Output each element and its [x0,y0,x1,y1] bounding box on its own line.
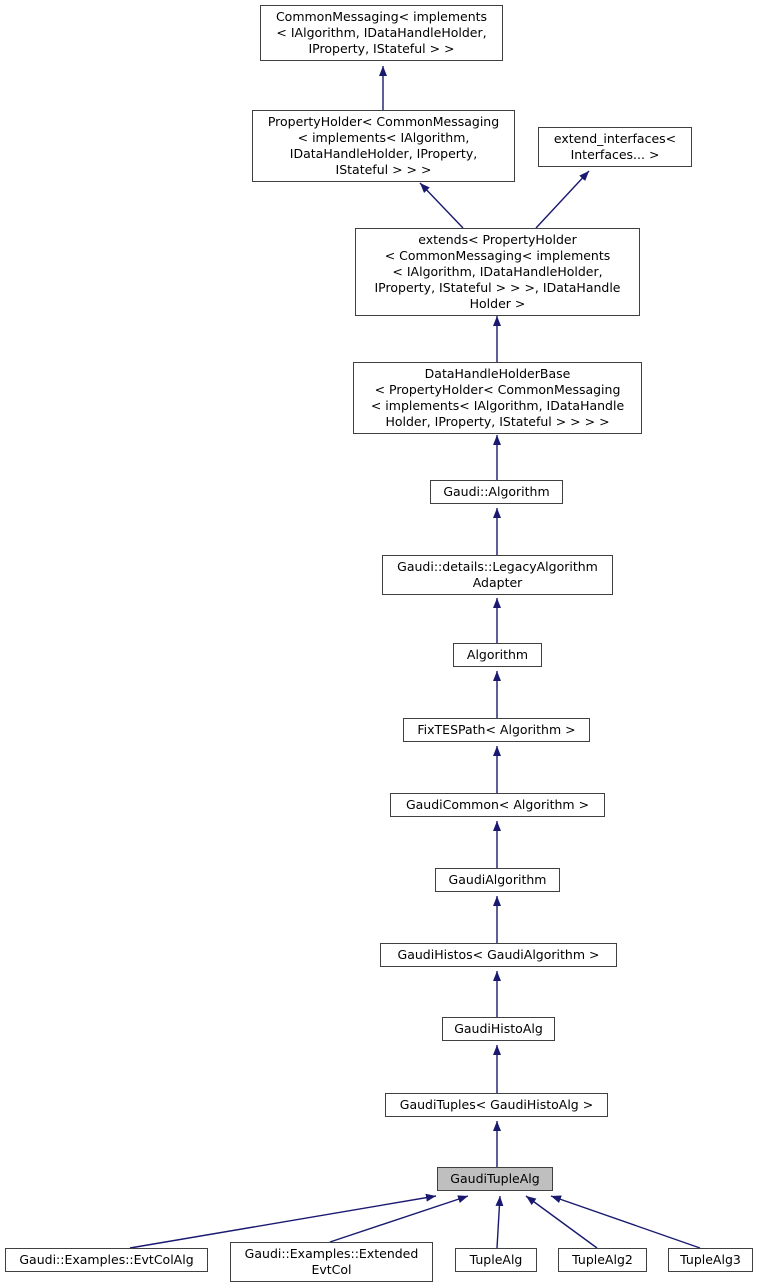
edge-tuplealg3-gaudituplealg [550,1195,701,1249]
class-node-tuplealg[interactable]: TupleAlg [455,1248,537,1272]
class-node-extend-interfaces[interactable]: extend_interfaces< Interfaces... > [538,127,692,167]
class-node-gaudihistos[interactable]: GaudiHistos< GaudiAlgorithm > [380,943,617,967]
class-node-gaudicommon[interactable]: GaudiCommon< Algorithm > [390,793,605,817]
edge-tuplealg2-gaudituplealg [525,1195,598,1249]
class-node-property-holder[interactable]: PropertyHolder< CommonMessaging < implem… [252,110,515,182]
class-node-extends[interactable]: extends< PropertyHolder < CommonMessagin… [355,228,640,316]
class-node-gaudialgorithm[interactable]: GaudiAlgorithm [435,868,560,892]
edge-tuplealg-gaudituplealg [495,1195,504,1249]
edge-evtcolalg-gaudituplealg [129,1193,437,1249]
class-node-gaudihistoalg[interactable]: GaudiHistoAlg [442,1017,555,1041]
class-node-algorithm[interactable]: Algorithm [453,643,542,667]
class-node-gaudituples[interactable]: GaudiTuples< GaudiHistoAlg > [385,1093,608,1117]
class-node-tuplealg3[interactable]: TupleAlg3 [668,1248,753,1272]
class-node-common-messaging[interactable]: CommonMessaging< implements < IAlgorithm… [260,5,503,61]
class-node-legacy-algorithm-adapter[interactable]: Gaudi::details::LegacyAlgorithm Adapter [382,555,613,595]
edge-extends-extendinterfaces [535,170,590,229]
class-node-tuplealg2[interactable]: TupleAlg2 [558,1248,647,1272]
class-node-extendedevtcol[interactable]: Gaudi::Examples::Extended EvtCol [230,1242,433,1282]
edge-extends-propertyholder [419,182,464,229]
class-node-gaudi-algorithm[interactable]: Gaudi::Algorithm [430,480,563,504]
class-node-data-handle-holder-base[interactable]: DataHandleHolderBase < PropertyHolder< C… [353,362,642,434]
edge-extendedevtcol-gaudituplealg [329,1195,469,1243]
class-node-gaudituplealg-current: GaudiTupleAlg [437,1167,553,1191]
class-node-evtcolalg[interactable]: Gaudi::Examples::EvtColAlg [5,1248,208,1272]
class-node-fixtespath[interactable]: FixTESPath< Algorithm > [403,718,590,742]
